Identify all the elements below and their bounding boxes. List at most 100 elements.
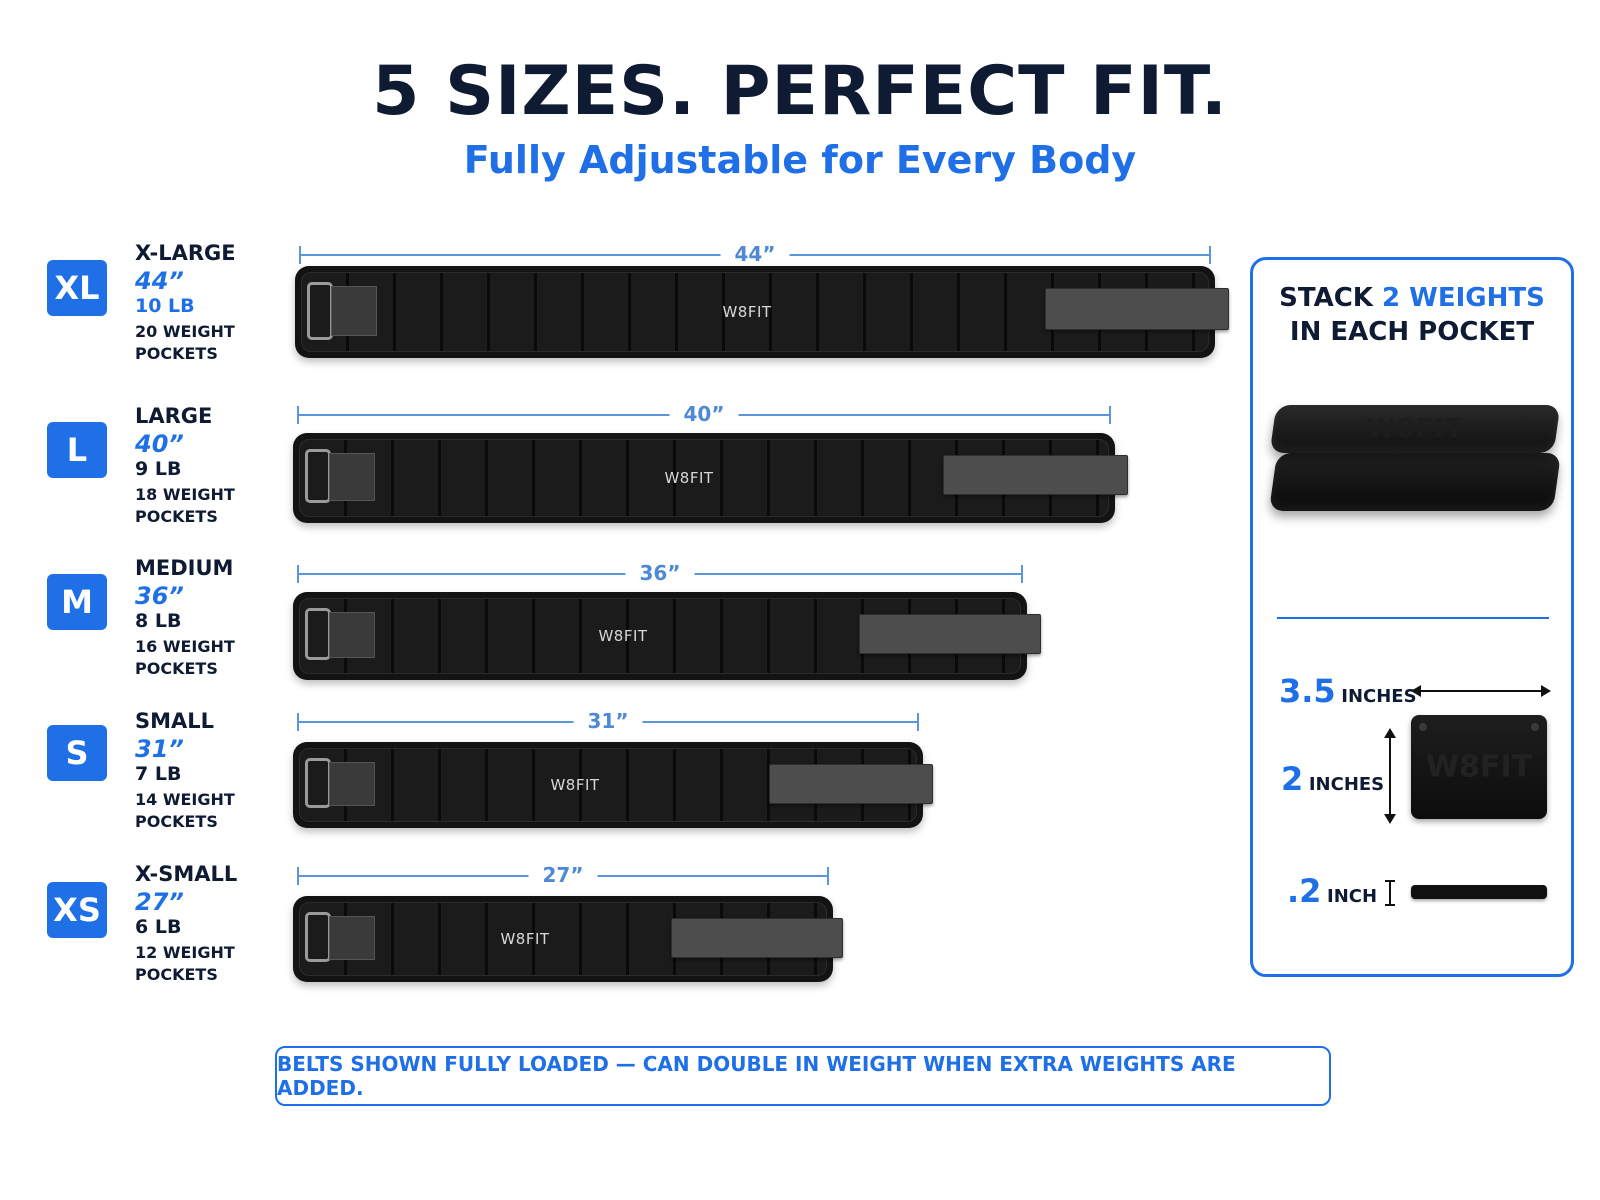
dimension-label: 40” <box>669 402 739 426</box>
size-name: MEDIUM <box>135 556 234 580</box>
footer-note: BELTS SHOWN FULLY LOADED — CAN DOUBLE IN… <box>275 1046 1331 1106</box>
dimension-tick-right <box>1109 406 1111 424</box>
size-length: 36” <box>135 582 184 610</box>
size-info: LARGE 40” 9 LB 18 WEIGHT POCKETS <box>135 406 235 529</box>
velcro-tab <box>329 453 375 501</box>
thickness-icon <box>1385 880 1395 906</box>
size-pockets-line2: POCKETS <box>135 659 218 679</box>
size-badge: XS <box>47 882 107 938</box>
plate-hole <box>1531 723 1539 731</box>
size-info: X-SMALL 27” 6 LB 12 WEIGHT POCKETS <box>135 864 237 987</box>
size-weight: 6 LB <box>135 916 182 938</box>
dimension-tick-right <box>1209 246 1211 264</box>
size-badge: S <box>47 725 107 781</box>
size-badge: XL <box>47 260 107 316</box>
weight-plate-edge <box>1411 885 1547 899</box>
dimension-label: 44” <box>720 242 790 266</box>
size-weight: 7 LB <box>135 763 182 785</box>
dimension-tick-right <box>1021 565 1023 583</box>
height-measure: 2 INCHES <box>1281 760 1599 798</box>
weight-plate-top: W8FIT <box>1269 405 1561 453</box>
d-ring-icon <box>307 282 333 340</box>
dimension-label: 31” <box>573 709 643 733</box>
height-arrow-icon <box>1384 728 1396 824</box>
size-name: X-LARGE <box>135 241 236 265</box>
size-pockets-line2: POCKETS <box>135 965 218 985</box>
weight-belt: W8FIT <box>293 742 933 828</box>
belt-logo: W8FIT <box>500 930 550 948</box>
velcro-tab <box>331 286 377 336</box>
size-row-m: M MEDIUM 36” 8 LB 16 WEIGHT POCKETS 36” … <box>0 552 1240 702</box>
dimension-tick-left <box>299 246 301 264</box>
dimension-label: 27” <box>528 863 598 887</box>
size-pockets-line2: POCKETS <box>135 812 218 832</box>
dimension-tick-left <box>297 406 299 424</box>
weight-plate-front: W8FIT <box>1411 715 1547 819</box>
size-pockets-line1: 18 WEIGHT <box>135 485 235 504</box>
weight-belt: W8FIT <box>293 896 843 982</box>
velcro-tab <box>329 612 375 658</box>
size-info: SMALL 31” 7 LB 14 WEIGHT POCKETS <box>135 711 235 834</box>
size-length: 31” <box>135 735 184 763</box>
weight-belt: W8FIT <box>293 592 1041 680</box>
velcro-strap-icon <box>859 614 1041 654</box>
weight-belt: W8FIT <box>293 433 1128 523</box>
velcro-strap-icon <box>943 455 1128 495</box>
d-ring-icon <box>305 608 331 660</box>
size-pockets: 18 WEIGHT POCKETS <box>135 484 235 529</box>
size-pockets: 16 WEIGHT POCKETS <box>135 636 235 681</box>
d-ring-icon <box>305 449 331 503</box>
size-pockets-line2: POCKETS <box>135 507 218 527</box>
dimension-label: 36” <box>625 561 695 585</box>
d-ring-icon <box>305 912 331 962</box>
velcro-strap-icon <box>671 918 843 958</box>
size-pockets: 12 WEIGHT POCKETS <box>135 942 237 987</box>
weight-belt: W8FIT <box>295 266 1229 358</box>
stacked-weight-plates: W8FIT <box>1265 405 1565 545</box>
size-pockets-line1: 16 WEIGHT <box>135 637 235 656</box>
page-title: 5 SIZES. PERFECT FIT. <box>372 52 1228 131</box>
dimension-tick-left <box>297 867 299 885</box>
size-badge: M <box>47 574 107 630</box>
size-pockets-line2: POCKETS <box>135 344 218 364</box>
length-dimension: 44” <box>299 242 1211 266</box>
size-weight: 10 LB <box>135 295 195 317</box>
length-dimension: 27” <box>297 863 829 887</box>
length-dimension: 36” <box>297 561 1023 585</box>
length-dimension: 40” <box>297 402 1111 426</box>
dimension-tick-right <box>827 867 829 885</box>
d-ring-icon <box>305 758 331 808</box>
size-row-xl: XL X-LARGE 44” 10 LB 20 WEIGHT POCKETS 4… <box>0 238 1240 388</box>
size-pockets: 14 WEIGHT POCKETS <box>135 789 235 834</box>
velcro-tab <box>329 916 375 960</box>
size-name: X-SMALL <box>135 862 238 886</box>
size-weight: 8 LB <box>135 610 182 632</box>
size-name: LARGE <box>135 404 213 428</box>
plate-hole <box>1419 723 1427 731</box>
thickness-measure: .2 INCH <box>1287 872 1600 910</box>
page-subtitle: Fully Adjustable for Every Body <box>463 138 1137 182</box>
size-name: SMALL <box>135 709 215 733</box>
plate-logo: W8FIT <box>1366 414 1464 444</box>
size-info: MEDIUM 36” 8 LB 16 WEIGHT POCKETS <box>135 558 235 681</box>
size-row-l: L LARGE 40” 9 LB 18 WEIGHT POCKETS 40” W… <box>0 396 1240 546</box>
dimension-tick-left <box>297 565 299 583</box>
size-length: 44” <box>135 267 184 295</box>
panel-divider <box>1277 617 1549 619</box>
size-pockets-line1: 20 WEIGHT <box>135 322 235 341</box>
velcro-strap-icon <box>769 764 933 804</box>
size-info: X-LARGE 44” 10 LB 20 WEIGHT POCKETS <box>135 243 236 366</box>
size-pockets: 20 WEIGHT POCKETS <box>135 321 236 366</box>
size-length: 40” <box>135 430 184 458</box>
size-row-s: S SMALL 31” 7 LB 14 WEIGHT POCKETS 31” W… <box>0 708 1240 858</box>
panel-title-part1: STACK <box>1279 283 1383 313</box>
size-row-xs: XS X-SMALL 27” 6 LB 12 WEIGHT POCKETS 27… <box>0 860 1240 1010</box>
weight-plate-bottom <box>1268 453 1562 511</box>
belt-logo: W8FIT <box>598 627 648 645</box>
width-value: 3.5 <box>1279 672 1336 710</box>
length-dimension: 31” <box>297 709 919 733</box>
size-weight: 9 LB <box>135 458 182 480</box>
panel-title: STACK 2 WEIGHTS IN EACH POCKET <box>1253 282 1571 350</box>
stack-weights-panel: STACK 2 WEIGHTS IN EACH POCKET W8FIT 3.5… <box>1250 257 1574 977</box>
belt-logo: W8FIT <box>664 469 714 487</box>
